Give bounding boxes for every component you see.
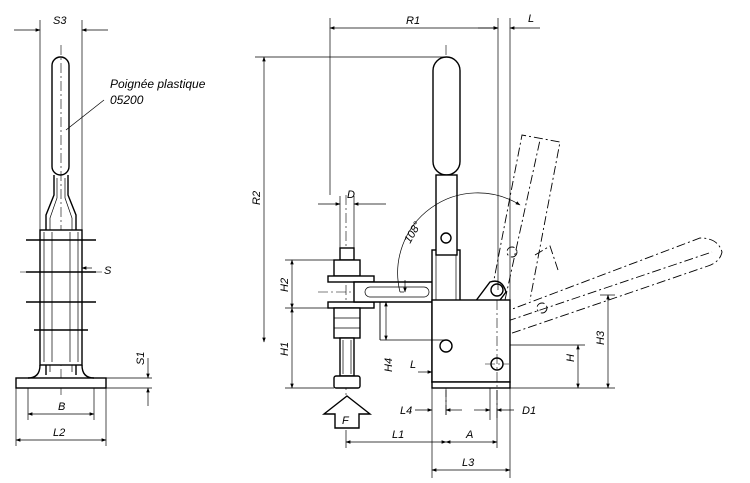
dim-H4: H4 <box>383 358 395 372</box>
dim-angle: 108° <box>402 219 424 245</box>
note-handle-line2: 05200 <box>110 93 144 107</box>
dim-A: A <box>465 429 473 441</box>
side-linkage <box>39 229 83 366</box>
base-foot <box>431 381 511 389</box>
pivot-handle <box>440 232 452 244</box>
dim-F: F <box>342 415 350 427</box>
spindle-nut-lower <box>333 307 361 339</box>
pivot-upper <box>490 283 504 297</box>
dim-L1: L1 <box>392 429 404 441</box>
dim-L2: L2 <box>53 427 65 439</box>
front-view: 108° R1 L R2 D H2 H1 H4 <box>251 13 723 478</box>
dim-R2: R2 <box>251 191 263 205</box>
pivot-lower <box>439 339 453 353</box>
spindle-shaft <box>339 337 355 377</box>
force-arrow <box>321 395 373 429</box>
spindle-pad <box>333 375 361 389</box>
dim-D1: D1 <box>522 405 536 417</box>
dim-H1: H1 <box>279 342 291 356</box>
clamp-arm <box>353 281 437 303</box>
dim-R1: R1 <box>406 15 420 27</box>
side-base-plate <box>15 377 107 389</box>
spindle-washer <box>327 275 375 283</box>
dim-L4: L4 <box>400 405 412 417</box>
dim-L-top: L <box>528 13 534 25</box>
spindle-nut-upper <box>333 259 361 277</box>
dim-S3: S3 <box>53 15 67 27</box>
dim-L-small: L <box>410 359 416 371</box>
ghost-positions <box>469 134 723 343</box>
handle-grip <box>432 56 461 176</box>
dim-H: H <box>565 354 577 362</box>
dim-L3: L3 <box>462 457 475 469</box>
dim-H2: H2 <box>279 278 291 292</box>
spindle-top-nut <box>339 247 355 261</box>
note-handle-line1: Poignée plastique <box>110 77 206 91</box>
dim-H3: H3 <box>595 330 607 345</box>
spindle-washer-low <box>327 301 375 309</box>
dim-D: D <box>347 189 355 201</box>
side-handle-grip <box>51 56 70 176</box>
dim-S1: S1 <box>135 352 147 365</box>
dim-B: B <box>58 401 65 413</box>
dim-S: S <box>104 265 112 277</box>
side-view: S3 Poignée plastique 05200 S S1 B L2 <box>14 15 206 446</box>
